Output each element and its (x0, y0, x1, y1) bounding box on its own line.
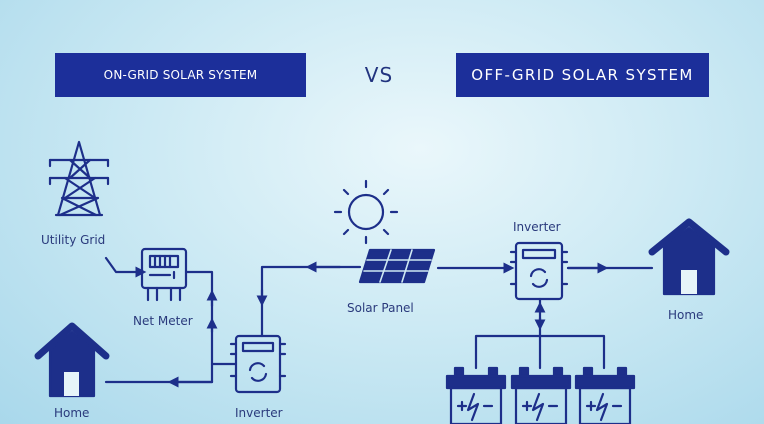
off-grid-title: OFF-GRID SOLAR SYSTEM (471, 66, 694, 84)
inverter-right-icon (509, 241, 569, 301)
inverter-right-label: Inverter (513, 220, 561, 234)
battery-icon-3 (574, 366, 636, 424)
off-grid-banner: OFF-GRID SOLAR SYSTEM (456, 53, 709, 97)
inverter-left-label: Inverter (235, 406, 283, 420)
solar-panel-icon (358, 248, 436, 284)
on-grid-banner: ON-GRID SOLAR SYSTEM (55, 53, 306, 97)
home-right-icon (648, 218, 730, 296)
net-meter-label: Net Meter (133, 314, 193, 328)
battery-icon-1 (445, 366, 507, 424)
inverter-left-icon (229, 334, 287, 394)
transmission-tower-icon (48, 140, 110, 217)
net-meter-icon (140, 247, 188, 302)
sun-icon (333, 179, 399, 245)
home-left-icon (34, 322, 110, 398)
home-right-label: Home (668, 308, 704, 322)
vs-label: VS (364, 63, 394, 87)
on-grid-title: ON-GRID SOLAR SYSTEM (103, 68, 258, 82)
solar-panel-label: Solar Panel (347, 301, 414, 315)
battery-icon-2 (510, 366, 572, 424)
utility-grid-label: Utility Grid (41, 233, 106, 247)
on-grid-wiring (104, 256, 362, 388)
battery-bank-icon (445, 366, 636, 424)
off-grid-wiring (436, 262, 654, 370)
home-left-label: Home (54, 406, 90, 420)
